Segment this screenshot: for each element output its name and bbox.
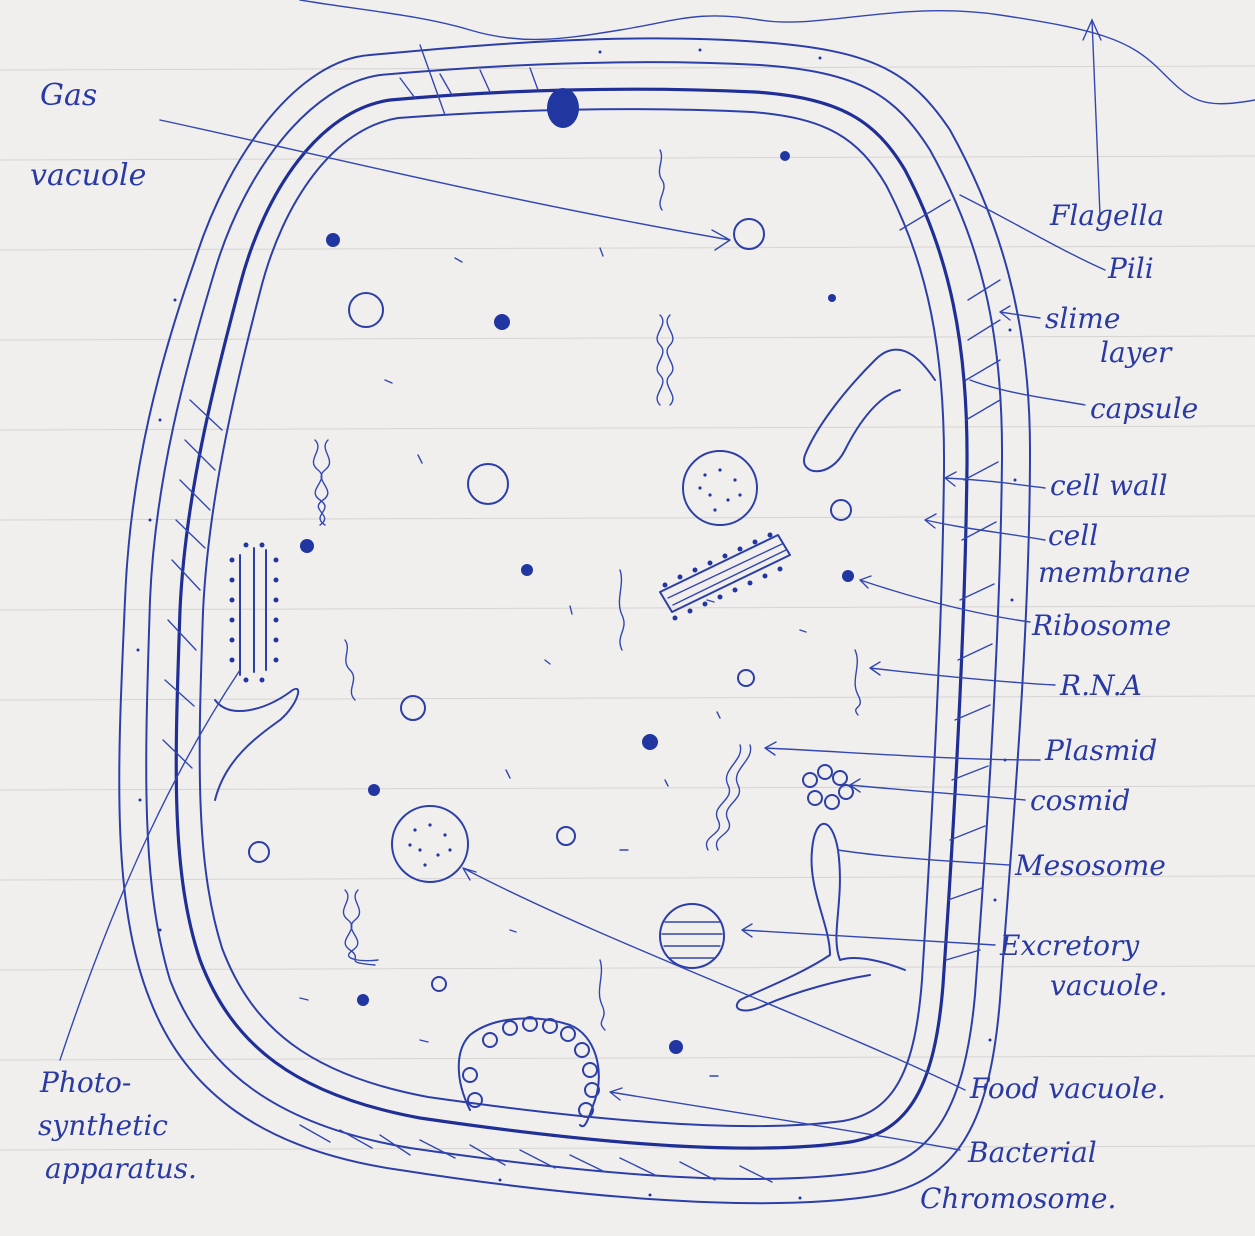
label-plasmid: Plasmid (1044, 734, 1157, 767)
plasmid-helices (313, 315, 750, 965)
cytoplasm-dashes (300, 248, 806, 1076)
label-cell-wall: cell wall (1050, 469, 1168, 502)
plasmid-line (765, 742, 1040, 760)
excretory-vacuole (660, 904, 724, 968)
label-ribosome: Ribosome (1031, 609, 1171, 642)
label-excretory-1: Excretory (999, 929, 1140, 962)
cell-membrane-outline (200, 109, 944, 1126)
photosynthetic-apparatus (215, 543, 298, 801)
label-gas-vacuole-1: Gas (40, 78, 97, 113)
label-photo-3: apparatus. (45, 1152, 197, 1185)
gas-vacuole-arrow (160, 120, 730, 250)
ribosomes (300, 88, 854, 1054)
label-mesosome: Mesosome (1014, 849, 1166, 882)
slime-layer-outline (119, 38, 1030, 1203)
mesosome (737, 350, 935, 1011)
flagella-arrow-line (1092, 20, 1100, 215)
label-gas-vacuole-2: vacuole (30, 158, 146, 193)
ribosome-line (860, 576, 1030, 622)
excretory-line (742, 924, 995, 945)
flagellum (300, 0, 1255, 104)
label-pili: Pili (1107, 252, 1154, 285)
label-chromosome-1: Bacterial (967, 1136, 1097, 1169)
chromosome-line (610, 1088, 960, 1150)
food-vacuole (392, 451, 757, 882)
label-capsule: capsule (1090, 392, 1198, 425)
vesicles (249, 219, 851, 991)
slime-line (1000, 306, 1040, 320)
label-excretory-2: vacuole. (1050, 969, 1168, 1002)
label-food-vacuole: Food vacuole. (969, 1072, 1166, 1105)
rna-strands (345, 150, 860, 1030)
pili (420, 45, 950, 230)
label-chromosome-2: Chromosome. (920, 1182, 1116, 1215)
slime-stipple (137, 49, 1017, 1200)
label-photo-2: synthetic (38, 1109, 168, 1142)
cosmid-line (850, 779, 1025, 800)
label-rna: R.N.A (1059, 669, 1142, 702)
label-flagella: Flagella (1049, 199, 1164, 232)
label-cosmid: cosmid (1030, 784, 1130, 817)
wall-hatching (163, 68, 1000, 1182)
label-cell-membrane-1: cell (1048, 519, 1098, 552)
label-slime-1: slime (1045, 302, 1120, 335)
label-slime-2: layer (1100, 336, 1173, 369)
label-photo-1: Photo- (39, 1066, 131, 1099)
label-cell-membrane-2: membrane (1038, 556, 1190, 589)
